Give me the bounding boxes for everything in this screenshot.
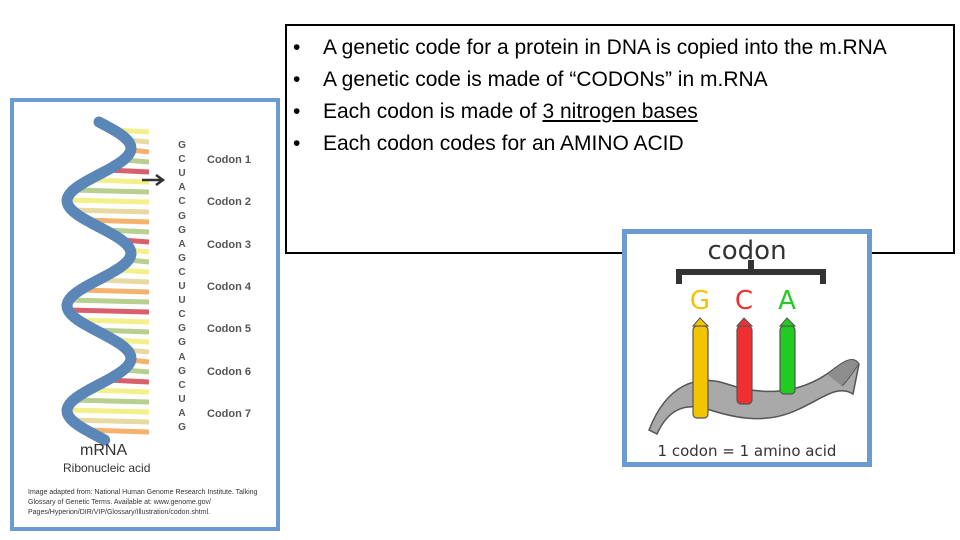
base-letter: C bbox=[176, 309, 188, 320]
base-letter: C bbox=[176, 267, 188, 278]
codon-letter-2: C bbox=[729, 286, 759, 316]
bullet-text-3-underlined: 3 nitrogen bases bbox=[542, 100, 697, 123]
codon-figure: codon G C A 1 codon = 1 amino acid bbox=[622, 229, 872, 467]
base-stick-g bbox=[693, 326, 708, 418]
codon-label: Codon 6 bbox=[207, 366, 251, 378]
nucleotide-rung bbox=[73, 400, 149, 402]
nucleotide-rung bbox=[72, 420, 149, 422]
base-letter: U bbox=[176, 168, 188, 179]
base-letter: G bbox=[176, 225, 188, 236]
codon-label: Codon 2 bbox=[207, 196, 251, 208]
codon-label: Codon 3 bbox=[207, 239, 251, 251]
base-stick-a bbox=[780, 326, 795, 394]
mrna-title: mRNA bbox=[80, 442, 127, 460]
bullet-item-1: • A genetic code for a protein in DNA is… bbox=[317, 32, 943, 64]
nucleotide-rung bbox=[69, 300, 149, 302]
bullet-item-4: • Each codon codes for an AMINO ACID bbox=[317, 128, 943, 160]
bullet-item-3: • Each codon is made of 3 nitrogen bases bbox=[317, 96, 943, 128]
base-letter: U bbox=[176, 295, 188, 306]
bullet-dot: • bbox=[293, 64, 300, 96]
codon-label: Codon 7 bbox=[207, 408, 251, 420]
mrna-subtitle: Ribonucleic acid bbox=[63, 461, 150, 475]
codon-label: Codon 1 bbox=[207, 154, 251, 166]
base-letter: U bbox=[176, 394, 188, 405]
bullet-dot: • bbox=[293, 32, 300, 64]
codon-letter-1: G bbox=[685, 286, 715, 316]
base-letter: C bbox=[176, 154, 188, 165]
nucleotide-rung bbox=[68, 310, 149, 312]
image-credit: Image adapted from: National Human Genom… bbox=[28, 488, 278, 518]
backbone-ribbon bbox=[649, 360, 859, 434]
base-letter: A bbox=[176, 182, 188, 193]
bullet-text-1: A genetic code for a protein in DNA is c… bbox=[323, 36, 887, 59]
codon-footer: 1 codon = 1 amino acid bbox=[627, 442, 867, 460]
codon-bracket bbox=[679, 272, 823, 284]
bullet-text-2: A genetic code is made of “CODONs” in m.… bbox=[323, 68, 768, 91]
base-letter: G bbox=[176, 323, 188, 334]
bullet-text-4: Each codon codes for an AMINO ACID bbox=[323, 132, 684, 155]
bullet-item-2: • A genetic code is made of “CODONs” in … bbox=[317, 64, 943, 96]
nucleotide-rung bbox=[72, 210, 149, 212]
base-letter: C bbox=[176, 380, 188, 391]
base-letter: A bbox=[176, 239, 188, 250]
bullet-text-box: • A genetic code for a protein in DNA is… bbox=[285, 24, 955, 254]
nucleotide-rung bbox=[67, 410, 149, 412]
base-letter: A bbox=[176, 352, 188, 363]
base-letter: G bbox=[176, 211, 188, 222]
bullet-dot: • bbox=[293, 96, 300, 128]
base-letter: A bbox=[176, 408, 188, 419]
nucleotide-rung bbox=[73, 190, 149, 192]
codon-label: Codon 4 bbox=[207, 281, 251, 293]
nucleotide-rung bbox=[67, 200, 149, 202]
codon-label: Codon 5 bbox=[207, 323, 251, 335]
codon-illustration bbox=[627, 234, 867, 462]
base-letter: G bbox=[176, 140, 188, 151]
base-letter: G bbox=[176, 366, 188, 377]
bullet-text-3-lead: Each codon is made of bbox=[323, 100, 542, 123]
codon-title: codon bbox=[627, 236, 867, 266]
stick-tip-a bbox=[780, 318, 795, 326]
base-letter: U bbox=[176, 281, 188, 292]
base-letter: G bbox=[176, 422, 188, 433]
codon-letter-3: A bbox=[772, 286, 802, 316]
nucleotide-rung bbox=[80, 290, 149, 292]
stick-tip-g bbox=[693, 318, 708, 326]
bullet-list: • A genetic code for a protein in DNA is… bbox=[287, 26, 953, 160]
bullet-dot: • bbox=[293, 128, 300, 160]
base-letter: G bbox=[176, 337, 188, 348]
base-stick-c bbox=[737, 326, 752, 404]
stick-tip-c bbox=[737, 318, 752, 326]
base-letter: C bbox=[176, 196, 188, 207]
base-letter: G bbox=[176, 253, 188, 264]
